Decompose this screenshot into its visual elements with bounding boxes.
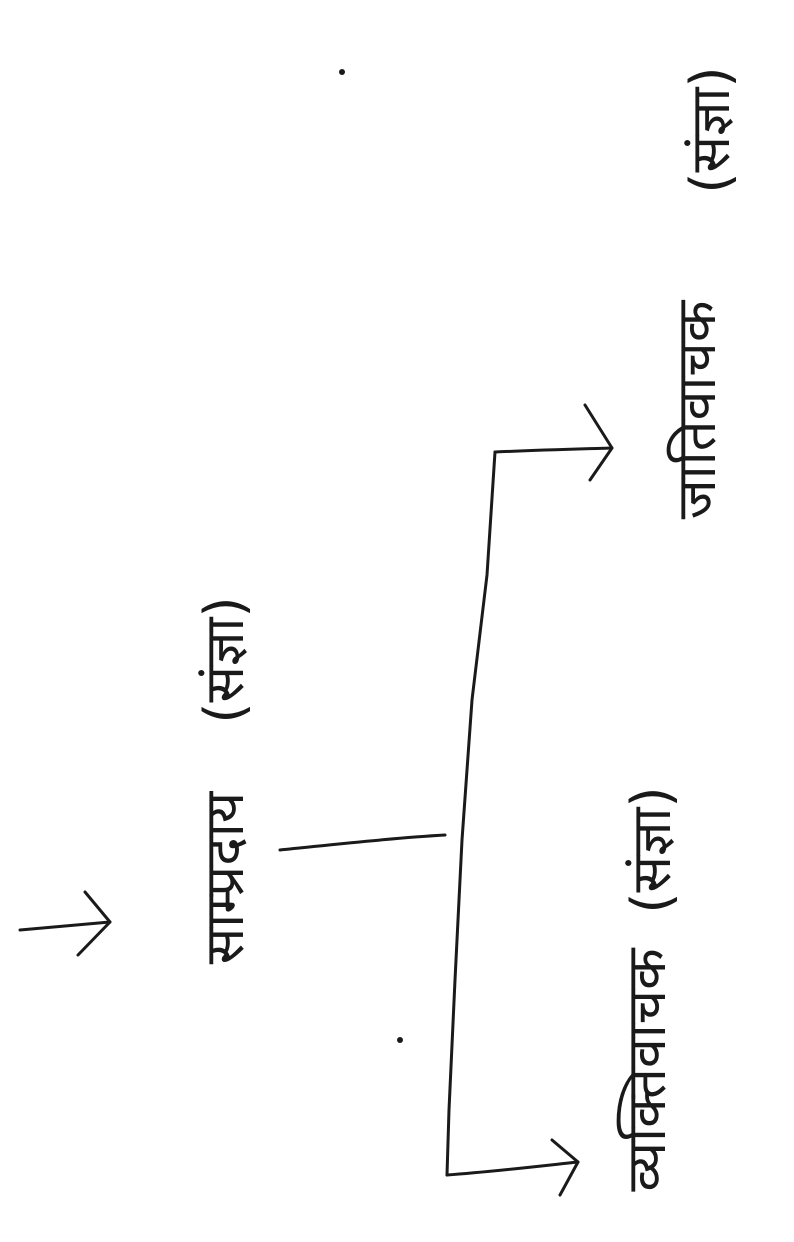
branch-arrow-top xyxy=(583,403,614,482)
branch-line-top xyxy=(493,446,614,454)
branch-arrow-bottom xyxy=(550,1138,580,1197)
branch-category-top: (संज्ञा) xyxy=(679,66,742,194)
speck-mark xyxy=(339,69,345,75)
trunk-line xyxy=(445,450,497,1177)
root-category: (संज्ञा) xyxy=(193,596,256,724)
branch-category-bottom: (संज्ञा) xyxy=(620,786,683,914)
branch-label-top: जातिवाचक xyxy=(665,300,728,520)
speck-mark xyxy=(397,1037,403,1043)
entry-arrow xyxy=(18,890,112,957)
branch-line-bottom xyxy=(445,1160,580,1177)
root-connector xyxy=(278,833,447,852)
